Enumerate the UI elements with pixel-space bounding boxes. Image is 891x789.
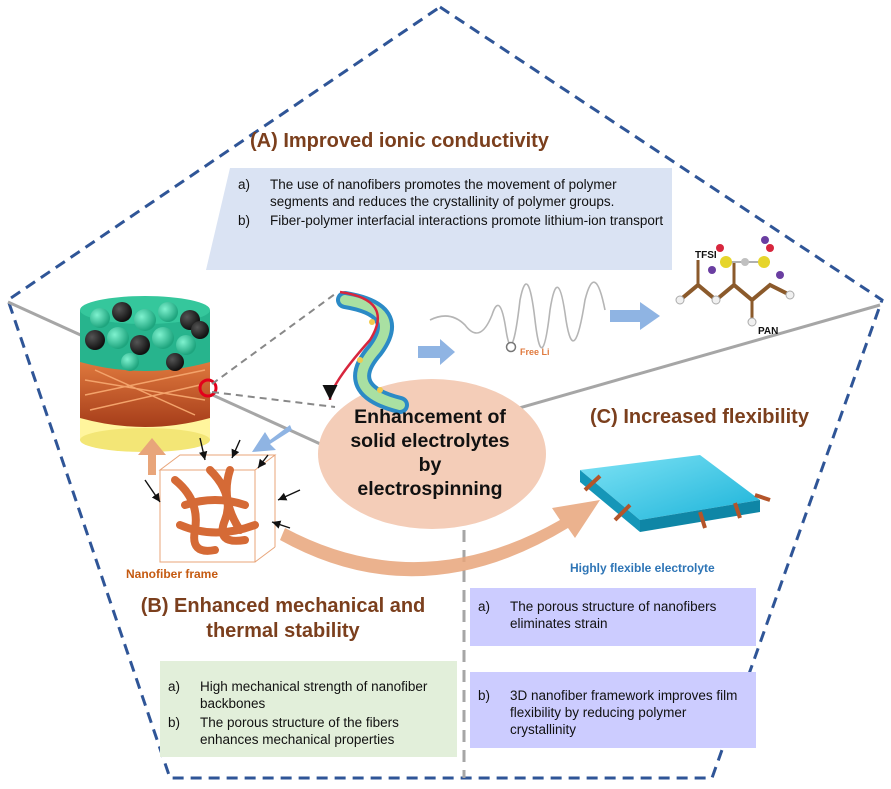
section-c-box-a: a) The porous structure of nanofibers el… xyxy=(478,598,752,634)
tfsi-label: TFSI xyxy=(695,250,717,261)
center-title: Enhancement of solid electrolytes by ele… xyxy=(350,406,510,500)
nanofiber-frame-cube xyxy=(144,437,301,563)
center-ellipse xyxy=(318,379,546,529)
arrow-blue-down-left xyxy=(252,425,292,452)
section-b-box: a) High mechanical strength of nanofiber… xyxy=(168,678,452,750)
section-c-item-a: a) The porous structure of nanofibers el… xyxy=(478,599,717,631)
section-c-title: (C) Increased flexibility xyxy=(590,406,809,428)
section-b-title: (B) Enhanced mechanical and thermal stab… xyxy=(140,595,426,642)
arrow-blue-right-2 xyxy=(610,302,660,330)
section-a-box: a) The use of nanofibers promotes the mo… xyxy=(238,176,666,231)
arrow-orange-up xyxy=(138,438,166,475)
pentagon-border xyxy=(6,5,884,780)
box-a-shape xyxy=(206,168,672,270)
section-c-box-b: b) 3D nanofiber framework improves film … xyxy=(478,687,752,740)
flexible-film xyxy=(580,455,771,532)
molecule-pan-tfsi xyxy=(675,236,795,327)
box-b-shape xyxy=(160,661,457,757)
free-li-wave xyxy=(429,281,606,349)
section-c-item-b: b) 3D nanofiber framework improves film … xyxy=(478,688,738,737)
section-a-title: (A) Improved ionic conductivity xyxy=(250,130,549,152)
section-b-item-b: b) The porous structure of the fibers en… xyxy=(168,715,399,747)
flexible-electrolyte-label: Highly flexible electrolyte xyxy=(570,561,715,575)
section-a-item-b: b) Fiber-polymer interfacial interaction… xyxy=(238,213,664,228)
arrow-blue-right-1 xyxy=(418,339,455,365)
arrow-orange-curve xyxy=(280,500,600,577)
nanofiber-frame-label: Nanofiber frame xyxy=(126,567,219,581)
section-b-item-a: a) High mechanical strength of nanofiber… xyxy=(168,679,428,711)
electrolyte-cylinder xyxy=(80,296,218,452)
divider-right xyxy=(504,303,881,414)
fiber-swirl xyxy=(322,290,409,414)
box-c-b-shape xyxy=(470,672,756,748)
pan-label: PAN xyxy=(758,326,779,337)
box-c-a-shape xyxy=(470,588,756,646)
free-li-label: Free Li xyxy=(520,347,550,357)
section-a-item-a: a) The use of nanofibers promotes the mo… xyxy=(238,177,617,209)
